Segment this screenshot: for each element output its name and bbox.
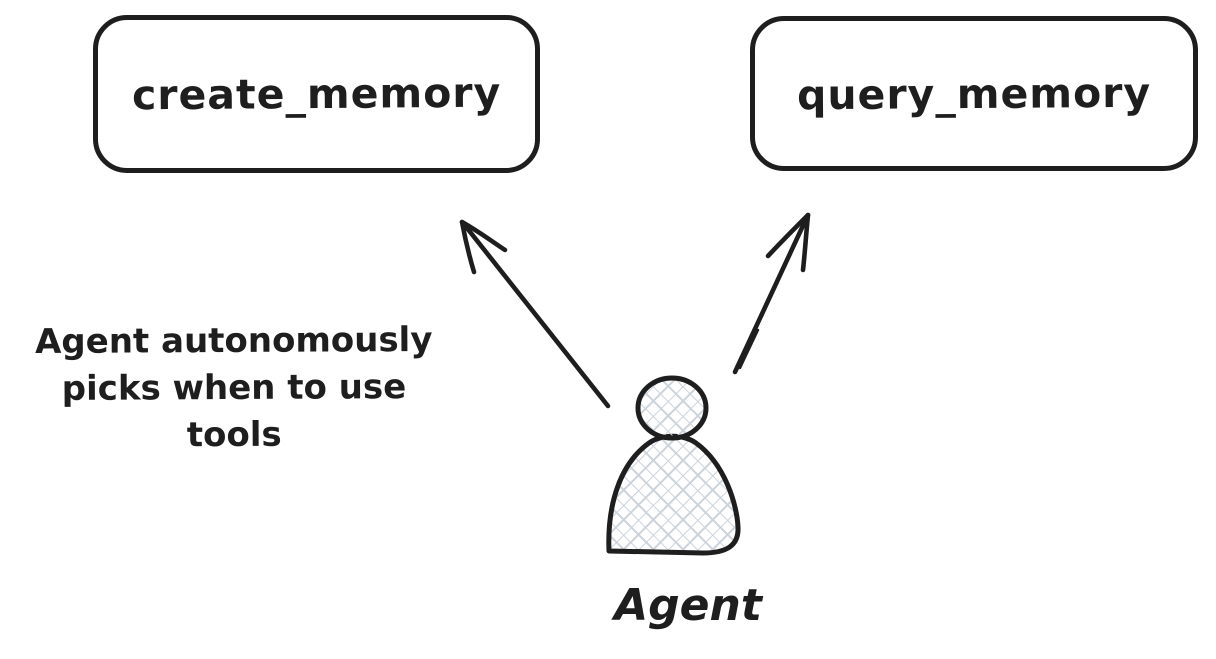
annotation-line-1: Agent autonomously (34, 319, 433, 363)
node-create-memory-label: create_memory (131, 68, 502, 120)
arrow-agent-to-query-memory-icon (732, 212, 811, 375)
annotation-line-3: tools (186, 414, 282, 456)
agent-person-icon (606, 375, 741, 556)
node-create-memory: create_memory (93, 15, 540, 173)
agent-label: Agent (614, 580, 762, 631)
annotation-line-2: picks when to use (61, 367, 407, 409)
node-query-memory-label: query_memory (796, 68, 1152, 119)
arrow-agent-to-create-memory-icon (459, 219, 611, 409)
node-query-memory: query_memory (750, 16, 1198, 171)
annotation-text: Agent autonomously picks when to use too… (22, 317, 447, 460)
